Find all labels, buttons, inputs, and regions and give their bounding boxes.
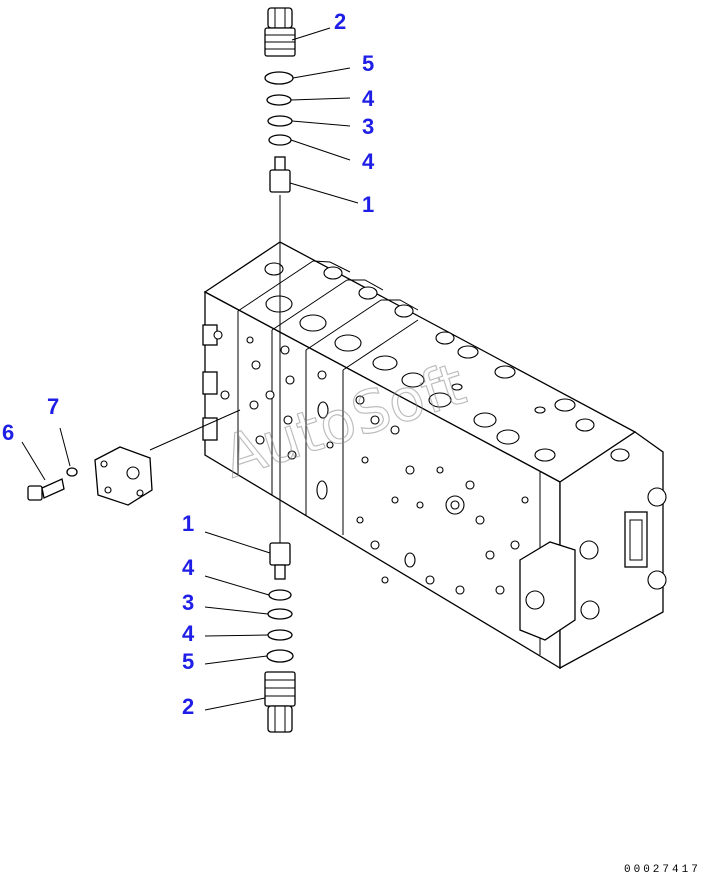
front-ports — [213, 330, 529, 595]
callout-top-5: 5 — [362, 51, 374, 76]
spring-seat-bottom-part-1 — [269, 542, 291, 580]
callout-top-3: 3 — [362, 114, 374, 139]
bolt-part-6 — [27, 478, 65, 501]
backup-ring-top-part-4a — [266, 94, 292, 106]
backup-ring-bottom-part-4a — [268, 589, 292, 601]
callout-left-6: 6 — [2, 420, 14, 445]
callout-bottom-4b: 4 — [182, 621, 195, 646]
callout-bottom-2: 2 — [182, 694, 194, 719]
callout-labels: 2 5 4 3 4 1 7 6 1 4 3 4 5 2 — [2, 9, 375, 719]
callout-top-4a: 4 — [362, 86, 375, 111]
callout-left-7: 7 — [47, 394, 59, 419]
top-parts-stack — [264, 7, 296, 193]
backup-ring-bottom-part-4b — [267, 629, 293, 641]
washer-part-7 — [66, 467, 78, 477]
callout-top-4b: 4 — [362, 149, 375, 174]
leader-lines — [21, 27, 359, 711]
callout-bottom-4a: 4 — [182, 555, 195, 580]
o-ring-bottom-part-5 — [266, 649, 294, 663]
bottom-parts-stack — [264, 542, 296, 733]
plug-top-part-2 — [264, 7, 296, 57]
callout-top-2: 2 — [334, 9, 346, 34]
cover-flange — [94, 446, 153, 506]
control-valve-body — [202, 195, 667, 670]
callout-bottom-1: 1 — [182, 511, 194, 536]
callout-bottom-3: 3 — [182, 590, 194, 615]
o-ring-top-part-5 — [264, 71, 294, 85]
callout-top-1: 1 — [362, 192, 374, 217]
callout-bottom-5: 5 — [182, 649, 194, 674]
top-ports — [264, 262, 630, 462]
document-number: 00027417 — [624, 864, 701, 876]
o-ring-bottom-part-3 — [267, 608, 293, 620]
spring-seat-top-part-1 — [269, 156, 291, 193]
plug-bottom-part-2 — [264, 671, 296, 733]
backup-ring-top-part-4b — [268, 134, 292, 146]
left-cover-group — [27, 409, 241, 506]
o-ring-top-part-3 — [267, 115, 293, 127]
